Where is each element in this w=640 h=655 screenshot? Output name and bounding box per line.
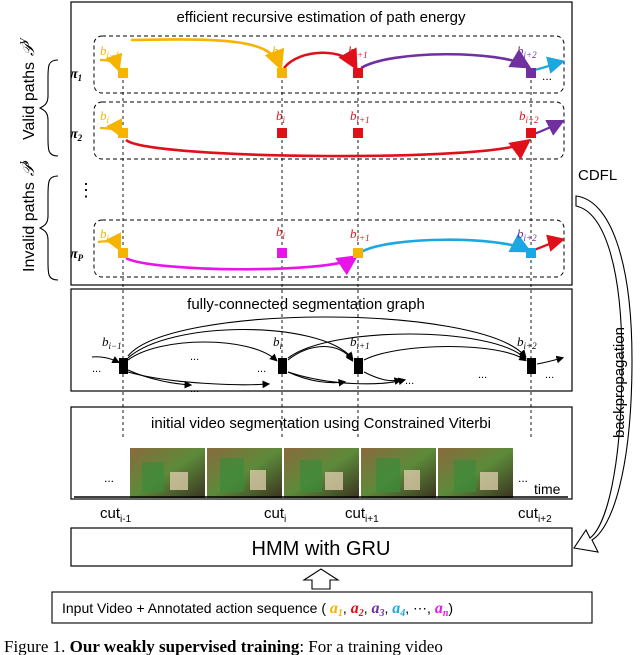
svg-text:...: ... <box>190 383 199 395</box>
pathP-node-1 <box>118 248 128 258</box>
svg-text:bi: bi <box>276 224 286 241</box>
svg-text:bi+2: bi+2 <box>519 108 539 125</box>
video-frame-1 <box>130 448 205 498</box>
path2-yellow-lead <box>99 118 122 138</box>
path1-boundary-labels: bi−1 bi bi+1 bi+2 <box>100 43 537 60</box>
path1-node-1 <box>118 68 128 78</box>
graph-node-1 <box>119 358 128 374</box>
input-row-text: Input Video + Annotated action sequence … <box>62 600 453 619</box>
svg-text:bi−1: bi−1 <box>102 334 122 351</box>
pathP-node-2 <box>277 248 287 258</box>
input-up-arrow <box>302 568 340 590</box>
svg-text:bi−1: bi−1 <box>100 226 120 243</box>
pathP-name: πP <box>70 247 84 263</box>
time-label: time <box>534 481 561 497</box>
svg-text:bi+1: bi+1 <box>350 108 370 125</box>
svg-text:...: ... <box>92 363 101 375</box>
svg-text:bi+2: bi+2 <box>517 226 537 243</box>
svg-text:backpropagation: backpropagation <box>611 327 628 438</box>
pathP-red-tail <box>533 234 566 252</box>
svg-text:bi+2: bi+2 <box>517 43 537 60</box>
pathP-cyan-arc <box>360 233 532 254</box>
pathP-node-3 <box>353 248 363 258</box>
pathP-magenta-arc <box>125 255 359 276</box>
path2-boundary-labels: bi bi bi+1 bi+2 <box>100 108 539 125</box>
svg-text:Invalid paths𝒫I: Invalid paths𝒫I <box>19 160 38 272</box>
path1-node-3 <box>353 68 363 78</box>
svg-text:...: ... <box>478 369 487 381</box>
svg-text:bi: bi <box>100 108 110 125</box>
pathP-yellow-lead <box>97 232 121 252</box>
svg-text:bi−1: bi−1 <box>100 43 120 60</box>
invalid-paths-brace <box>38 175 59 281</box>
video-ellipsis-right: ... <box>518 471 528 485</box>
backprop-label: backpropagation <box>611 327 628 438</box>
svg-text:bi: bi <box>272 43 282 60</box>
invalid-paths-label: Invalid paths𝒫I <box>19 160 38 272</box>
svg-text:cuti-1: cuti-1 <box>100 505 132 525</box>
svg-text:...: ... <box>545 369 554 381</box>
energy-panel-title: efficient recursive estimation of path e… <box>176 9 466 26</box>
path2-purple-tail <box>533 120 565 136</box>
svg-text:bi: bi <box>273 334 283 351</box>
viterbi-panel-title: initial video segmentation using Constra… <box>151 415 491 432</box>
graph-panel-title: fully-connected segmentation graph <box>187 296 425 313</box>
path2-node-2 <box>277 128 287 138</box>
pathP-box <box>93 219 565 278</box>
svg-text:cuti: cuti <box>264 505 286 525</box>
svg-text:cuti+1: cuti+1 <box>345 505 379 525</box>
svg-text:Valid paths𝒫V: Valid paths𝒫V <box>19 36 38 140</box>
graph-node-4 <box>527 358 536 374</box>
graph-panel <box>70 288 573 392</box>
path2-name: π2 <box>70 127 83 143</box>
svg-text:bi+2: bi+2 <box>517 334 537 351</box>
graph-node-2 <box>278 358 287 374</box>
path1-ellipsis: ... <box>542 69 552 83</box>
input-box <box>51 591 593 624</box>
path1-red-arc <box>282 47 358 71</box>
backprop-arrow <box>573 195 633 553</box>
path1-yellow-arc <box>130 38 285 71</box>
valid-paths-label: Valid paths𝒫V <box>19 36 38 140</box>
pathP-node-4 <box>526 248 536 258</box>
svg-text:...: ... <box>190 351 199 363</box>
cdfl-label: CDFL <box>578 167 617 184</box>
video-frames <box>130 448 513 498</box>
path1-cyan-tail <box>533 56 566 74</box>
graph-edges <box>91 316 565 389</box>
svg-text:...: ... <box>257 363 266 375</box>
graph-node-3 <box>354 358 363 374</box>
svg-text:bi: bi <box>276 108 286 125</box>
hmm-label: HMM with GRU <box>252 538 391 560</box>
vertical-ellipsis: ⋮ <box>77 180 95 200</box>
cut-guide-lines <box>122 80 532 440</box>
viterbi-panel <box>70 406 573 500</box>
svg-text:bi+1: bi+1 <box>348 43 368 60</box>
path1-name: π1 <box>70 67 82 83</box>
path1-box <box>93 35 565 94</box>
energy-panel <box>70 1 573 286</box>
graph-boundary-labels: bi−1 bi bi+1 bi+2 <box>102 334 537 351</box>
path-names: π1 π2 πP <box>70 67 84 263</box>
path2-node-1 <box>118 128 128 138</box>
video-ellipsis-left: ... <box>104 471 114 485</box>
path2-red-long-arc <box>125 138 532 160</box>
path2-node-3 <box>353 128 363 138</box>
svg-text:bi+1: bi+1 <box>350 226 370 243</box>
path1-node-4 <box>526 68 536 78</box>
cut-labels: cuti-1 cuti cuti+1 cuti+2 <box>100 505 552 525</box>
path1-purple-arc <box>360 49 532 70</box>
svg-text:cuti+2: cuti+2 <box>518 505 552 525</box>
path1-yellow-lead <box>99 52 123 73</box>
graph-ellipses: ... ... ... ... ... ... ... <box>92 351 554 395</box>
figure-caption: Figure 1. Our weakly supervised training… <box>4 637 443 655</box>
path2-node-4 <box>526 128 536 138</box>
path1-node-2 <box>277 68 287 78</box>
svg-text:...: ... <box>405 375 414 387</box>
hmm-box <box>70 527 573 567</box>
video-frame-2 <box>207 448 282 498</box>
valid-paths-brace <box>38 59 59 157</box>
